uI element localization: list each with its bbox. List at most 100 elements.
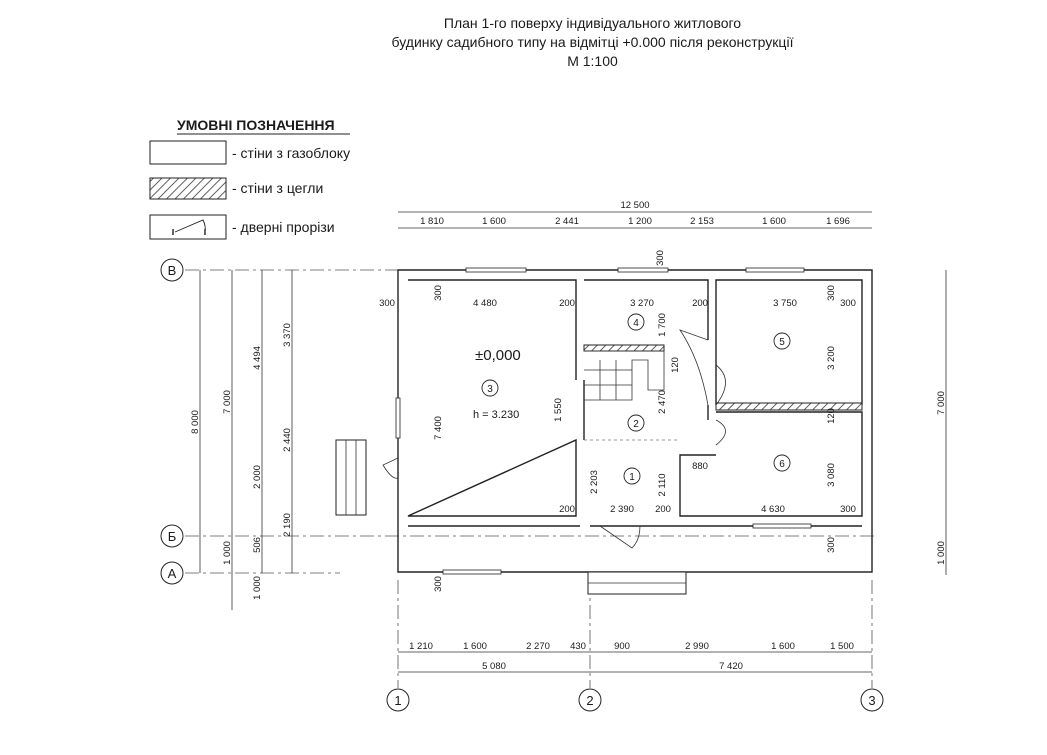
dimension-label: 900 — [614, 641, 630, 652]
title-line-3: М 1:100 — [567, 53, 618, 69]
legend-item-door: - дверні прорізи — [232, 219, 335, 235]
dimension-label: 1 550 — [553, 398, 564, 422]
dimension-label: 300 — [433, 576, 444, 592]
marker-label: 3 — [868, 693, 875, 708]
dimension-label: 300 — [840, 298, 856, 309]
dimension-label: 1 810 — [420, 216, 444, 227]
dimension-label: 200 — [559, 504, 575, 515]
legend-item-brick: - стіни з цегли — [232, 180, 323, 196]
dimension-label: 1 600 — [482, 216, 506, 227]
dimensions-left: 8 000 7 000 1 000 1 000 4 494 2 000 506 … — [190, 270, 293, 610]
dimension-label: 4 494 — [252, 346, 263, 370]
door-swing-icon — [172, 219, 206, 235]
walls — [397, 269, 873, 573]
dimension-label: 1 500 — [830, 641, 854, 652]
dimension-label: 1 696 — [826, 216, 850, 227]
title-line-2: будинку садибного типу на відмітці +0.00… — [391, 34, 794, 50]
legend-heading: УМОВНІ ПОЗНАЧЕННЯ — [177, 117, 335, 133]
dimension-label: 2 270 — [526, 641, 550, 652]
dimension-label: 1 200 — [628, 216, 652, 227]
dimensions-bottom: 1 210 1 600 2 270 430 900 2 990 1 600 1 … — [398, 641, 872, 673]
axis-marker-col-1: 1 — [386, 688, 410, 712]
room-marker-4: 4 — [627, 313, 645, 331]
room-marker-3: 3 — [481, 379, 499, 397]
marker-label: В — [168, 263, 177, 278]
dimension-label: 1 000 — [222, 541, 233, 565]
marker-label: 3 — [487, 384, 493, 395]
dimension-label: 7 400 — [433, 416, 444, 440]
staircase — [584, 350, 665, 401]
dimension-label: 2 203 — [589, 470, 600, 494]
dimension-label: 1 600 — [463, 641, 487, 652]
dimension-label: 300 — [840, 504, 856, 515]
marker-label: 2 — [633, 419, 639, 430]
room-marker-2: 2 — [627, 414, 645, 432]
legend-swatch-door — [149, 214, 227, 240]
brick-wall-stair — [583, 344, 665, 352]
dimension-label: 5 080 — [482, 661, 506, 672]
dimension-label: 1 210 — [409, 641, 433, 652]
dimension-label: 3 270 — [630, 298, 654, 309]
dimension-label: 2 190 — [282, 513, 293, 537]
dimension-label: 7 000 — [222, 390, 233, 414]
doors — [382, 329, 726, 549]
dimension-label: 1 600 — [762, 216, 786, 227]
brick-wall-partition — [715, 402, 863, 411]
dimension-label: 430 — [570, 641, 586, 652]
dimension-label: 880 — [692, 461, 708, 472]
axis-marker-row-a: А — [160, 561, 184, 585]
dimension-label: 7 000 — [936, 391, 947, 415]
dimension-label: 7 420 — [719, 661, 743, 672]
marker-label: 4 — [633, 318, 639, 329]
axis-marker-col-3: 3 — [860, 688, 884, 712]
dimensions-top: 12 500 1 810 1 600 2 441 1 200 2 153 1 6… — [398, 200, 872, 229]
dimension-label: 8 000 — [190, 410, 201, 434]
dimension-label: 1 600 — [771, 641, 795, 652]
marker-label: Б — [168, 529, 177, 544]
dimension-label: 2 000 — [252, 465, 263, 489]
dimension-label: 300 — [433, 285, 444, 301]
marker-label: А — [168, 566, 177, 581]
room-labels: 3 ±0,000 h = 3.230 4 2 1 5 6 — [473, 313, 791, 485]
dimension-label: 2 990 — [685, 641, 709, 652]
dimension-label: 200 — [559, 298, 575, 309]
legend-swatch-aerated-block — [149, 140, 227, 165]
legend-item-aerated-block: - стіни з газоблоку — [232, 145, 350, 161]
dimension-label: 3 200 — [826, 346, 837, 370]
dimension-label: 4 630 — [761, 504, 785, 515]
dimension-label: 120 — [826, 408, 837, 424]
title-line-1: План 1-го поверху індивідуального житлов… — [443, 15, 742, 31]
windows — [395, 267, 812, 575]
room-marker-1: 1 — [623, 467, 641, 485]
dimension-label: 1 000 — [936, 541, 947, 565]
legend-swatch-brick — [149, 177, 227, 200]
dimension-label: 1 700 — [657, 313, 668, 337]
entrance-steps — [335, 439, 872, 595]
dimension-label: 2 390 — [610, 504, 634, 515]
room-marker-5: 5 — [773, 332, 791, 350]
dimension-label: 2 441 — [555, 216, 579, 227]
marker-label: 5 — [779, 337, 785, 348]
dimension-label: 2 470 — [657, 390, 668, 414]
dimension-label: 200 — [692, 298, 708, 309]
dimension-label: 2 110 — [657, 473, 668, 496]
dimension-label: 1 000 — [252, 576, 263, 600]
axis-marker-col-2: 2 — [578, 688, 602, 712]
dimension-label: 3 370 — [282, 323, 293, 347]
marker-label: 2 — [586, 693, 593, 708]
dimensions-internal: 300 300 4 480 200 3 270 200 3 750 300 30… — [379, 250, 856, 592]
dimension-label: 200 — [655, 504, 671, 515]
level-mark: ±0,000 — [475, 347, 521, 364]
dimension-label: 300 — [379, 298, 395, 309]
axis-marker-row-b: Б — [160, 524, 184, 548]
legend: УМОВНІ ПОЗНАЧЕННЯ - стіни з газоблоку - … — [149, 117, 350, 240]
dimension-label: 3 080 — [826, 463, 837, 487]
room-marker-6: 6 — [773, 454, 791, 472]
dimension-label: 2 440 — [282, 428, 293, 452]
dimension-label: 506 — [252, 537, 263, 553]
dimension-label: 3 750 — [773, 298, 797, 309]
marker-label: 1 — [394, 693, 401, 708]
dimensions-right: 7 000 1 000 — [936, 270, 947, 575]
dimension-label: 120 — [670, 357, 681, 373]
